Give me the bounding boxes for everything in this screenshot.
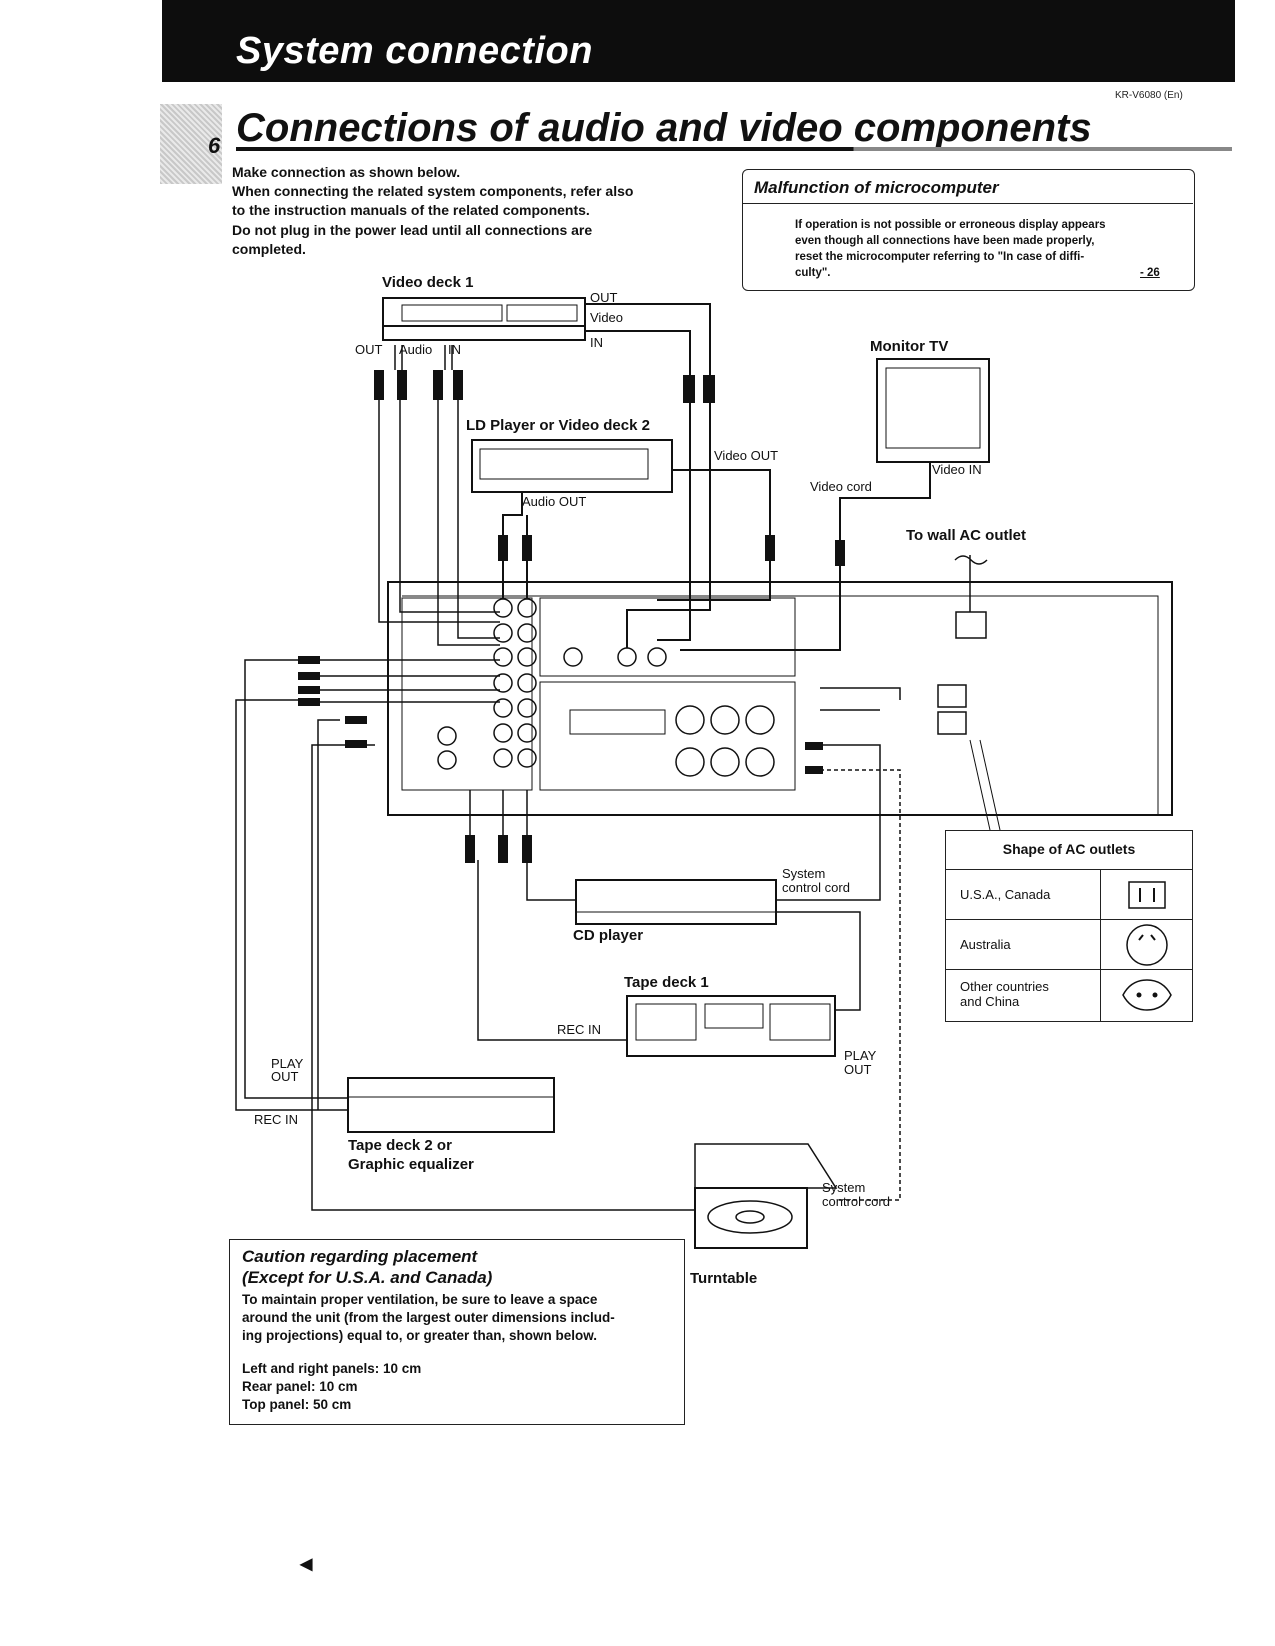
page-marker-icon: ◀ bbox=[300, 1556, 313, 1573]
ac-outlet-country: and China bbox=[960, 994, 1020, 1009]
label-system-control-cord-2b: control cord bbox=[822, 1194, 890, 1209]
malfunction-text: culty". bbox=[795, 267, 831, 279]
malfunction-text: even though all connections have been ma… bbox=[795, 235, 1095, 247]
label-ld-video-out: Video OUT bbox=[714, 448, 779, 463]
label-monitor-tv: Monitor TV bbox=[870, 338, 949, 355]
ac-outlet-country: Other countries bbox=[960, 979, 1049, 994]
label-video-cord: Video cord bbox=[810, 479, 872, 494]
caution-text: ing projections) equal to, or greater th… bbox=[242, 1328, 598, 1343]
ld-player-shape bbox=[471, 439, 673, 493]
malfunction-text: If operation is not possible or erroneou… bbox=[795, 219, 1106, 231]
ac-outlet-table-title: Shape of AC outlets bbox=[1002, 841, 1136, 857]
label-turntable: Turntable bbox=[690, 1270, 758, 1287]
section-number: 6 bbox=[208, 133, 221, 158]
ac-outlet-row: Australia bbox=[946, 919, 1192, 970]
section-title: Connections of audio and video component… bbox=[236, 106, 1092, 150]
label-tape-deck-2: Tape deck 2 or bbox=[348, 1137, 452, 1154]
caution-title: Caution regarding placement bbox=[242, 1247, 478, 1266]
intro-line: completed. bbox=[232, 241, 306, 257]
malfunction-text: reset the microcomputer referring to "In… bbox=[795, 251, 1085, 263]
monitor-tv-shape bbox=[876, 358, 990, 463]
label-system-control-cord-1: System bbox=[782, 866, 826, 881]
label-play-out-right-1: PLAY bbox=[844, 1048, 877, 1063]
caution-box bbox=[229, 1239, 685, 1425]
label-audio-out-left: OUT bbox=[355, 342, 383, 357]
page-header-title: System connection bbox=[236, 30, 593, 72]
section-tab bbox=[160, 104, 222, 184]
caution-subtitle: (Except for U.S.A. and Canada) bbox=[242, 1268, 493, 1287]
ac-outlet-country: U.S.A., Canada bbox=[960, 887, 1051, 902]
au-plug-icon bbox=[1100, 920, 1193, 970]
eu-plug-icon bbox=[1100, 970, 1193, 1021]
label-wall-outlet: To wall AC outlet bbox=[906, 527, 1026, 544]
label-tape-deck-1: Tape deck 1 bbox=[624, 974, 709, 991]
caution-text: around the unit (from the largest outer … bbox=[242, 1310, 615, 1325]
header-bar bbox=[162, 0, 1235, 82]
caution-dimension: Rear panel: 10 cm bbox=[242, 1379, 358, 1394]
label-video-in: IN bbox=[590, 335, 603, 350]
label-video: Video bbox=[590, 310, 624, 325]
malfunction-page-ref: - 26 bbox=[1140, 267, 1160, 279]
label-play-out-right-2: OUT bbox=[844, 1062, 872, 1077]
label-rec-in: REC IN bbox=[557, 1022, 602, 1037]
label-graphic-equalizer: Graphic equalizer bbox=[348, 1156, 474, 1173]
intro-line: Do not plug in the power lead until all … bbox=[232, 222, 593, 238]
label-play-out-left-1: PLAY bbox=[271, 1056, 304, 1071]
cd-player-shape bbox=[575, 879, 777, 925]
ac-outlet-table: Shape of AC outlets U.S.A., Canada Austr… bbox=[945, 830, 1193, 1022]
ac-outlet-row: Other countries and China bbox=[946, 969, 1192, 1021]
intro-line: When connecting the related system compo… bbox=[232, 183, 634, 199]
label-audio-in-left: IN bbox=[448, 342, 461, 357]
label-ld-player: LD Player or Video deck 2 bbox=[466, 417, 650, 434]
label-play-out-left-2: OUT bbox=[271, 1069, 299, 1084]
label-cd-player: CD player bbox=[573, 927, 644, 944]
tape-deck-2-shape bbox=[347, 1077, 555, 1133]
ac-outlet-country: Australia bbox=[960, 937, 1011, 952]
turntable-shape bbox=[694, 1187, 808, 1249]
title-underline bbox=[236, 147, 1232, 151]
label-audio: Audio bbox=[399, 342, 433, 357]
us-plug-icon bbox=[1100, 870, 1193, 920]
label-system-control-cord-1b: control cord bbox=[782, 880, 850, 895]
label-tv-video-in: Video IN bbox=[932, 462, 982, 477]
intro-line: Make connection as shown below. bbox=[232, 164, 461, 180]
ac-outlet-row: U.S.A., Canada bbox=[946, 869, 1192, 920]
label-video-deck-1: Video deck 1 bbox=[382, 274, 474, 291]
malfunction-divider bbox=[742, 203, 1193, 204]
label-video-out: OUT bbox=[590, 290, 618, 305]
video-deck-1-shape bbox=[382, 297, 586, 341]
caution-dimension: Left and right panels: 10 cm bbox=[242, 1361, 422, 1376]
caution-text: To maintain proper ventilation, be sure … bbox=[242, 1292, 598, 1307]
amplifier-rear-panel bbox=[387, 581, 1173, 816]
caution-dimension: Top panel: 50 cm bbox=[242, 1397, 352, 1412]
intro-line: to the instruction manuals of the relate… bbox=[232, 202, 590, 218]
tape-deck-1-shape bbox=[626, 995, 836, 1057]
malfunction-title: Malfunction of microcomputer bbox=[754, 178, 999, 197]
label-system-control-cord-2: System bbox=[822, 1180, 866, 1195]
label-ld-audio-out: Audio OUT bbox=[522, 494, 587, 509]
malfunction-box bbox=[742, 169, 1195, 291]
model-code: KR-V6080 (En) bbox=[1115, 90, 1183, 101]
label-rec-in-left: REC IN bbox=[254, 1112, 299, 1127]
